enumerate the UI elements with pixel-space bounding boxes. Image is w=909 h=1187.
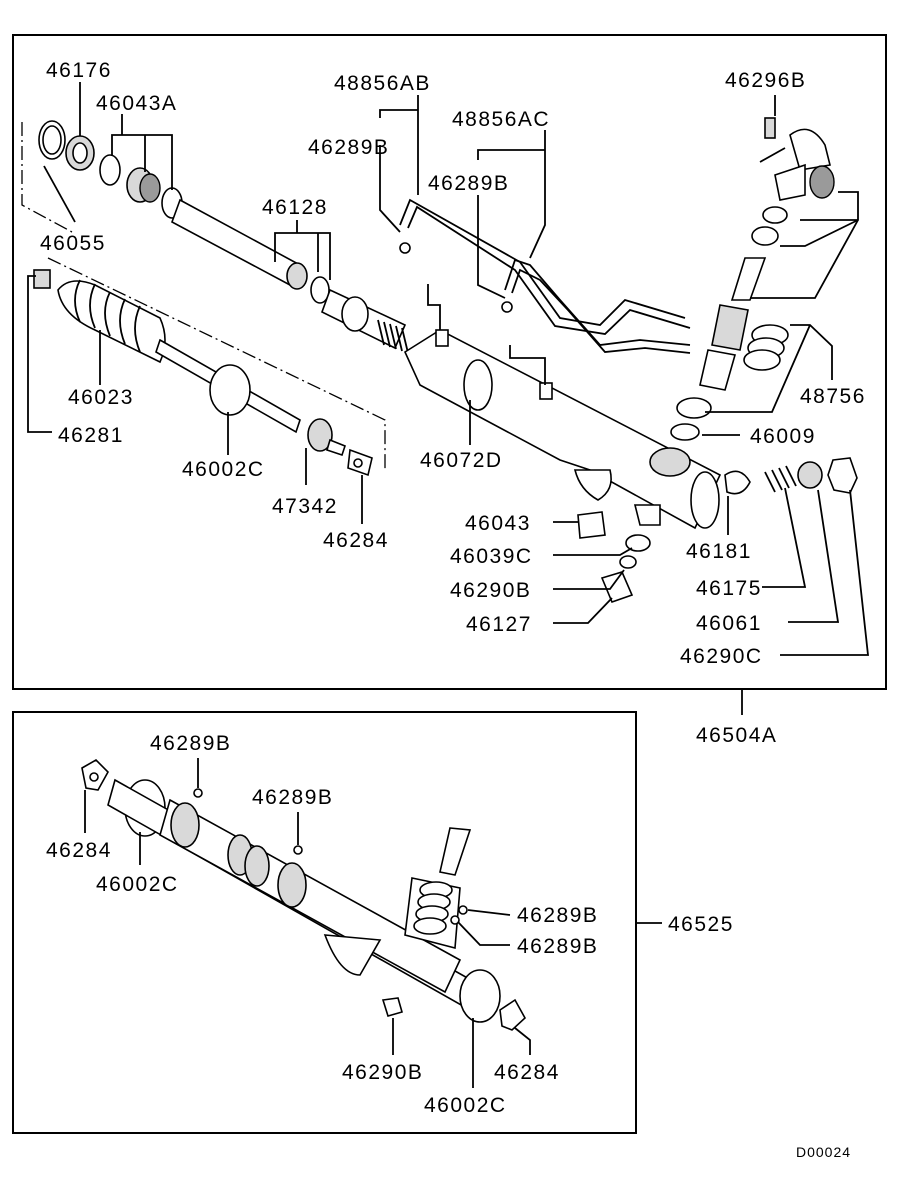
label-46023: 46023	[68, 386, 134, 409]
o-ring-46289B-b	[501, 301, 513, 313]
o-ring-46289B-lower-mid	[293, 845, 303, 855]
o-ring-46289B-a	[399, 242, 411, 254]
clamp-46002C	[209, 364, 251, 416]
nut-46290B-lower	[381, 997, 403, 1017]
label-46289B-lower-right2: 46289B	[517, 935, 598, 958]
label-46055: 46055	[40, 232, 106, 255]
o-ring-46289B-lower-top	[193, 788, 203, 798]
label-48756: 48756	[800, 385, 866, 408]
rack-spring	[377, 319, 409, 354]
label-46284-lower-left: 46284	[46, 839, 112, 862]
label-46043A: 46043A	[96, 92, 177, 115]
upper-part-labels: 46176 46043A 46055 46023 46281 46128 460…	[40, 59, 866, 747]
label-47342: 47342	[272, 495, 338, 518]
seal-46009	[670, 423, 700, 441]
label-46039C: 46039C	[450, 545, 533, 568]
valve-body-lower	[404, 877, 461, 950]
label-46289B-b: 46289B	[428, 172, 509, 195]
label-46002C-lower-left: 46002C	[96, 873, 179, 896]
yoke-46181	[724, 470, 751, 495]
label-46176: 46176	[46, 59, 112, 82]
pinion-valve-assembly	[670, 117, 835, 441]
diagram-code: D00024	[796, 1144, 851, 1160]
label-46043: 46043	[465, 512, 531, 535]
pressure-pipes	[399, 198, 691, 354]
label-46289B-lower-mid: 46289B	[252, 786, 333, 809]
label-46181: 46181	[686, 540, 752, 563]
label-46525: 46525	[668, 913, 734, 936]
label-46289B-a: 46289B	[308, 136, 389, 159]
label-46290B: 46290B	[450, 579, 531, 602]
label-46290C: 46290C	[680, 645, 763, 668]
yoke-spring-46175	[764, 465, 797, 493]
label-48856AB: 48856AB	[334, 72, 431, 95]
label-46289B-lower-top: 46289B	[150, 732, 231, 755]
tie-rod-end-47342	[307, 418, 333, 452]
lock-washer-46284-right	[499, 998, 527, 1031]
seal-46039C	[625, 534, 651, 552]
clamp-46281	[33, 269, 51, 289]
bushing-46043	[577, 511, 606, 539]
boot-46023	[57, 279, 166, 364]
label-46072D: 46072D	[420, 449, 503, 472]
lower-assembly-drawing	[81, 759, 527, 1031]
label-46061: 46061	[696, 612, 762, 635]
label-46284-lower-right: 46284	[494, 1061, 560, 1084]
upper-assembly-drawing	[21, 117, 858, 604]
upper-assembly-frame	[12, 34, 887, 690]
plug-46127	[600, 571, 634, 604]
label-46504A: 46504A	[696, 724, 777, 747]
lower-leader-lines	[84, 758, 662, 1088]
label-46009: 46009	[750, 425, 816, 448]
lower-part-labels: 46289B 46289B 46284 46002C 46289B 46289B…	[46, 732, 734, 1117]
nut-46290B	[619, 555, 637, 569]
label-48856AC: 48856AC	[452, 108, 550, 131]
upper-leader-lines	[27, 82, 870, 715]
label-46002C: 46002C	[182, 458, 265, 481]
label-46128: 46128	[262, 196, 328, 219]
label-46289B-lower-right1: 46289B	[517, 904, 598, 927]
label-46175: 46175	[696, 577, 762, 600]
label-46296B: 46296B	[725, 69, 806, 92]
label-46284: 46284	[323, 529, 389, 552]
label-46290B-lower: 46290B	[342, 1061, 423, 1084]
label-46281: 46281	[58, 424, 124, 447]
label-46127: 46127	[466, 613, 532, 636]
label-46002C-lower-bottom: 46002C	[424, 1094, 507, 1117]
plug-46061	[797, 461, 823, 489]
lock-nut-46290C	[827, 457, 858, 494]
